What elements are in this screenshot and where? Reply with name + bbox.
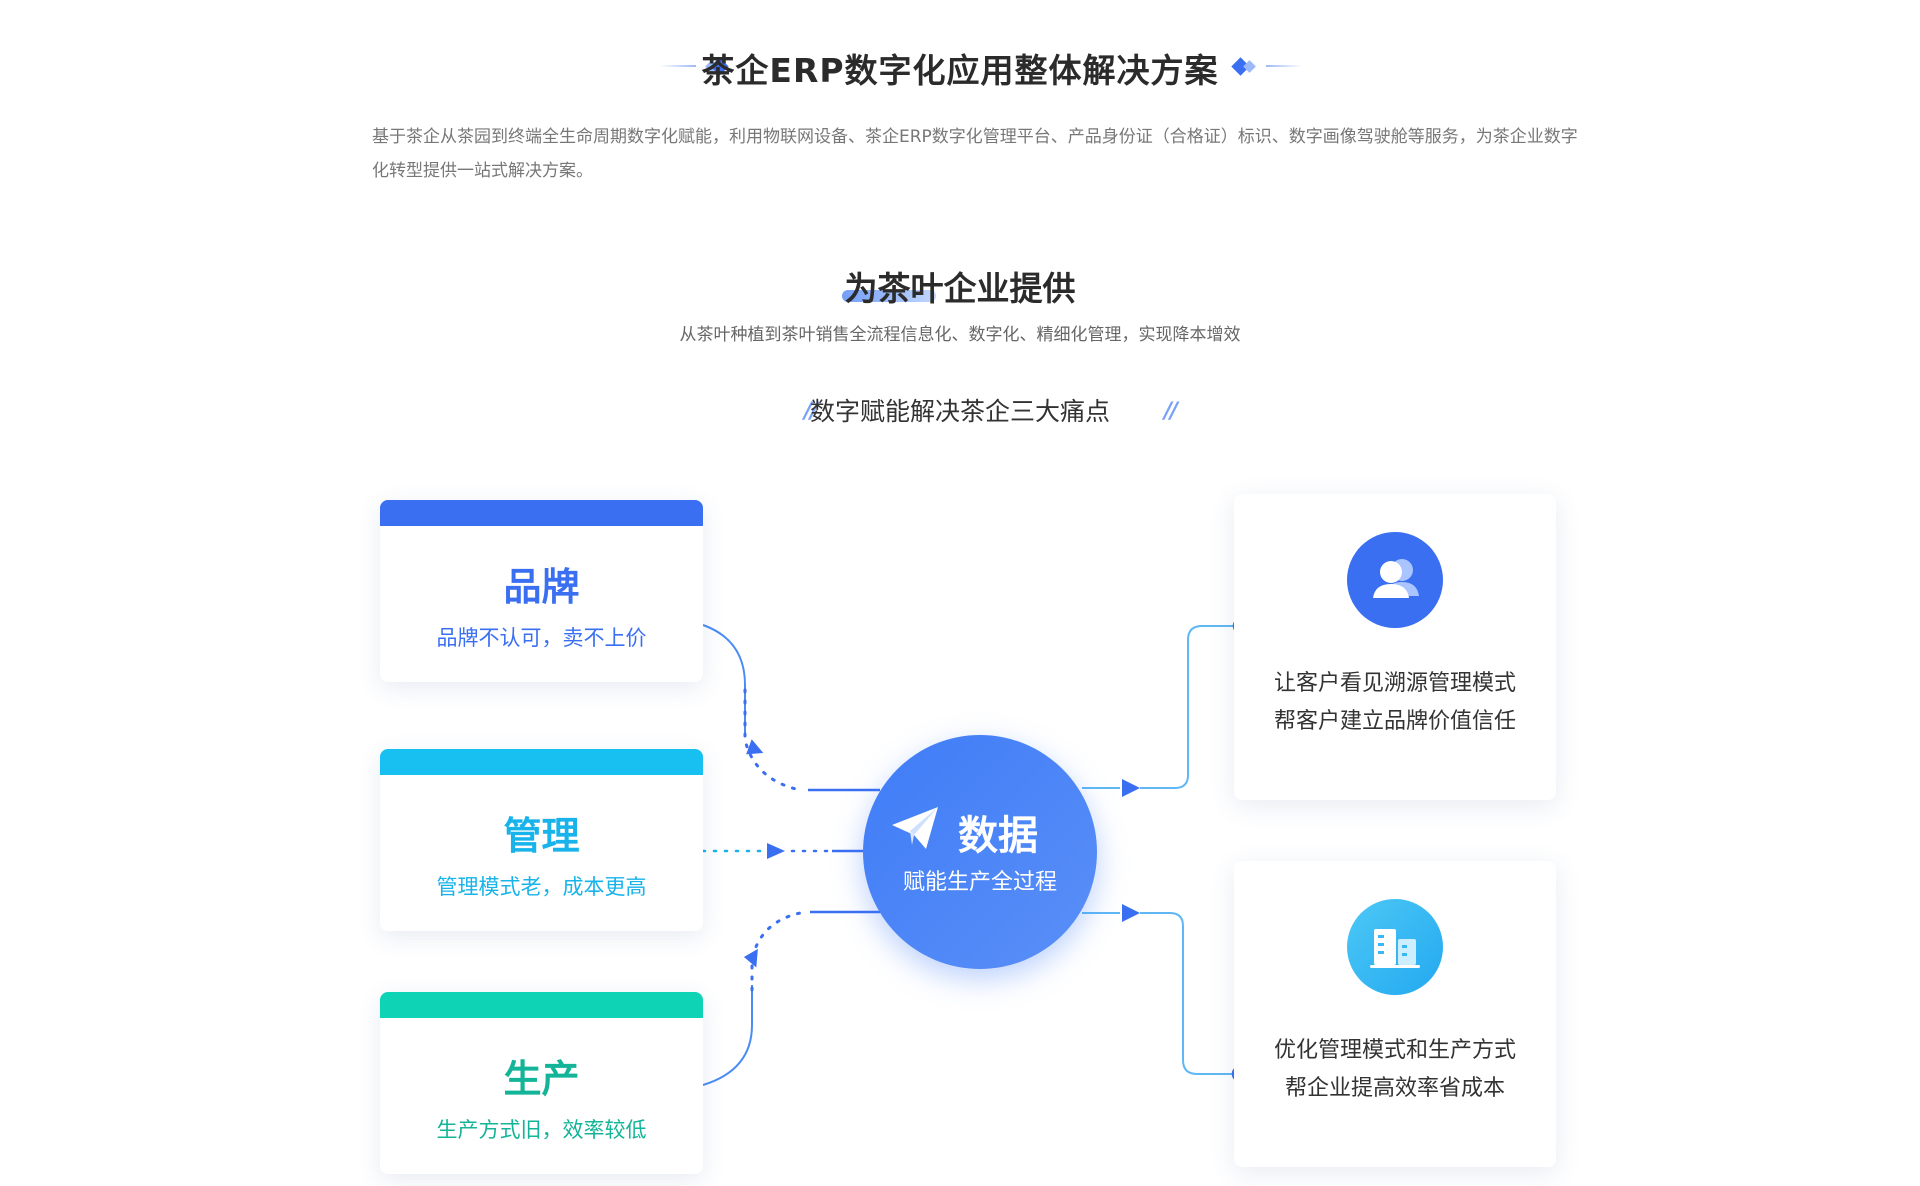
connector-out-bottom-arrow <box>1122 904 1140 922</box>
title-line-left <box>660 65 696 67</box>
outcome-line-1: 优化管理模式和生产方式 <box>1273 1038 1516 1063</box>
pain-points-title: 数字赋能解决茶企三大痛点 <box>809 397 1110 426</box>
pain-card-produce: 生产 生产方式旧，效率较低 <box>380 992 703 1174</box>
card-title: 生产 <box>503 1057 580 1101</box>
section-title-highlight <box>842 290 936 302</box>
card-top-bar <box>380 749 703 775</box>
outcome-card-trust: 让客户看见溯源管理模式 帮客户建立品牌价值信任 <box>1234 494 1556 800</box>
center-data-circle <box>863 735 1097 969</box>
outcome-line-2: 帮客户建立品牌价值信任 <box>1273 709 1516 734</box>
center-subtitle: 赋能生产全过程 <box>902 870 1057 895</box>
section-subtitle: 从茶叶种植到茶叶销售全流程信息化、数字化、精细化管理，实现降本增效 <box>679 325 1241 345</box>
card-description: 品牌不认可，卖不上价 <box>436 626 647 650</box>
connector-out-top-arrow <box>1122 779 1140 797</box>
card-description: 管理模式老，成本更高 <box>436 875 647 899</box>
connector-brand-dots <box>743 688 802 792</box>
paper-plane-icon <box>892 807 938 849</box>
card-title: 管理 <box>503 814 580 858</box>
section-title: 为茶叶企业提供 <box>844 269 1076 308</box>
users-icon <box>1347 532 1443 628</box>
connector-brand-arrow <box>746 739 764 755</box>
connector-produce-dots <box>750 910 807 992</box>
pain-card-manage: 管理 管理模式老，成本更高 <box>380 749 703 931</box>
card-top-bar <box>380 992 703 1018</box>
connector-manage-arrow <box>767 843 785 859</box>
connector-produce <box>702 985 753 1086</box>
connector-brand <box>702 624 746 735</box>
connector-out-bottom-2 <box>1140 912 1233 1075</box>
quote-mark-right: // <box>1164 399 1178 424</box>
outcome-card-efficiency: 优化管理模式和生产方式 帮企业提高效率省成本 <box>1234 861 1556 1167</box>
card-description: 生产方式旧，效率较低 <box>436 1118 647 1142</box>
connector-produce-arrow <box>743 948 758 968</box>
outcome-line-1: 让客户看见溯源管理模式 <box>1273 671 1516 696</box>
pain-card-brand: 品牌 品牌不认可，卖不上价 <box>380 500 703 682</box>
connector-out-top-2 <box>1140 625 1234 789</box>
title-line-right <box>1266 65 1302 67</box>
page-title: 茶企ERP数字化应用整体解决方案 <box>701 51 1219 90</box>
intro-paragraph: 基于茶企从茶园到终端全生命周期数字化赋能，利用物联网设备、茶企ERP数字化管理平… <box>372 127 1578 181</box>
card-top-bar <box>380 500 703 526</box>
quote-mark-left: // <box>804 399 818 424</box>
center-title: 数据 <box>958 813 1038 859</box>
building-icon <box>1347 899 1443 995</box>
card-title: 品牌 <box>503 565 580 609</box>
outcome-line-2: 帮企业提高效率省成本 <box>1284 1076 1505 1101</box>
